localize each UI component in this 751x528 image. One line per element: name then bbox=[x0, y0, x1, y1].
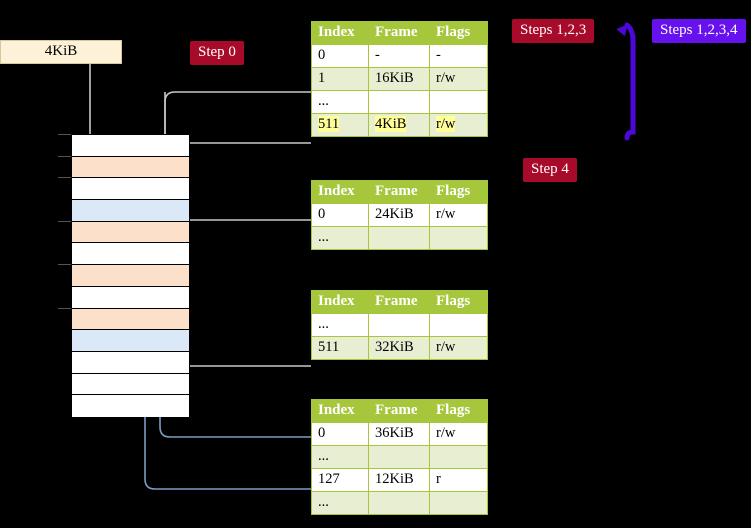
physical-memory-column bbox=[71, 134, 190, 417]
cell-frame: 24KiB bbox=[368, 203, 430, 227]
connector-pd-to-frame bbox=[173, 314, 311, 367]
column-header-frame: Frame bbox=[368, 399, 430, 423]
badge-steps-123: Steps 1,2,3 bbox=[512, 19, 595, 43]
cell-flags bbox=[429, 491, 488, 515]
cell-flags bbox=[429, 445, 488, 469]
cell-index: ... bbox=[311, 90, 369, 114]
memory-tick bbox=[58, 177, 71, 179]
cell-flags: - bbox=[429, 44, 488, 68]
memory-frame-row bbox=[72, 395, 189, 417]
table-row[interactable]: ... bbox=[311, 226, 488, 250]
memory-frame-row bbox=[72, 221, 189, 244]
cell-flags bbox=[429, 90, 488, 114]
cell-flags: r/w bbox=[429, 336, 488, 360]
cell-frame: 36KiB bbox=[368, 422, 430, 446]
cell-frame: - bbox=[368, 44, 430, 68]
column-header-flags: Flags bbox=[429, 21, 488, 45]
badge-steps-123-label: Steps 1,2,3 bbox=[520, 22, 587, 38]
connector-pdpt-to-frame bbox=[180, 219, 311, 259]
memory-frame-row bbox=[72, 373, 189, 396]
memory-tick bbox=[58, 155, 71, 157]
column-header-index: Index bbox=[311, 399, 369, 423]
cell-frame bbox=[368, 313, 430, 337]
memory-size-label: 4KiB bbox=[0, 40, 122, 64]
cell-index: 511 bbox=[311, 336, 369, 360]
memory-size-text: 4KiB bbox=[44, 43, 78, 59]
memory-frame-row bbox=[72, 351, 189, 374]
cell-index: ... bbox=[311, 313, 369, 337]
cell-index: ... bbox=[311, 445, 369, 469]
cell-frame: 32KiB bbox=[368, 336, 430, 360]
cell-frame bbox=[368, 226, 430, 250]
column-header-index: Index bbox=[311, 290, 369, 314]
memory-tick bbox=[58, 134, 71, 135]
column-header-flags: Flags bbox=[429, 399, 488, 423]
memory-frame-row bbox=[72, 265, 189, 287]
table-row[interactable]: ... bbox=[311, 491, 488, 515]
cell-index: 511 bbox=[311, 113, 369, 137]
memory-frame-row bbox=[72, 308, 189, 331]
cell-frame: 4KiB bbox=[368, 113, 430, 137]
cell-flags: r bbox=[429, 468, 488, 492]
cell-index: 0 bbox=[311, 203, 369, 227]
badge-step-4-label: Step 4 bbox=[531, 161, 569, 177]
cell-frame bbox=[368, 491, 430, 515]
memory-frame-row bbox=[72, 330, 189, 352]
memory-frame-row bbox=[72, 178, 189, 201]
badge-step-4: Step 4 bbox=[523, 158, 577, 182]
column-header-frame: Frame bbox=[368, 180, 430, 204]
cell-index: 1 bbox=[311, 67, 369, 91]
table-row[interactable]: ... bbox=[311, 445, 488, 469]
cell-frame: 16KiB bbox=[368, 67, 430, 91]
badge-step-0: Step 0 bbox=[190, 41, 244, 65]
memory-tick bbox=[58, 264, 71, 266]
column-header-flags: Flags bbox=[429, 180, 488, 204]
column-header-index: Index bbox=[311, 21, 369, 45]
cell-index: 0 bbox=[311, 422, 369, 446]
badge-step-0-label: Step 0 bbox=[198, 44, 236, 60]
steps-bracket-arrow bbox=[616, 22, 636, 141]
memory-frame-row bbox=[72, 200, 189, 222]
cell-flags bbox=[429, 313, 488, 337]
cell-index: 0 bbox=[311, 44, 369, 68]
column-header-frame: Frame bbox=[368, 21, 430, 45]
badge-steps-1234: Steps 1,2,3,4 bbox=[652, 19, 746, 43]
column-header-flags: Flags bbox=[429, 290, 488, 314]
memory-tick bbox=[58, 220, 71, 222]
memory-frame-row bbox=[72, 286, 189, 309]
memory-frame-row bbox=[72, 243, 189, 266]
table-row[interactable]: 0-- bbox=[311, 44, 488, 68]
cell-index: ... bbox=[311, 226, 369, 250]
cell-flags: r/w bbox=[429, 203, 488, 227]
cell-index: ... bbox=[311, 491, 369, 515]
memory-tick bbox=[58, 307, 71, 309]
memory-frame-row bbox=[72, 135, 189, 157]
cell-flags bbox=[429, 226, 488, 250]
memory-frame-row bbox=[72, 156, 189, 179]
cell-flags: r/w bbox=[429, 67, 488, 91]
cell-flags: r/w bbox=[429, 422, 488, 446]
table-row[interactable]: ... bbox=[311, 90, 488, 114]
badge-steps-1234-label: Steps 1,2,3,4 bbox=[660, 22, 738, 38]
cell-frame bbox=[368, 90, 430, 114]
column-header-frame: Frame bbox=[368, 290, 430, 314]
column-header-index: Index bbox=[311, 180, 369, 204]
cell-flags: r/w bbox=[429, 113, 488, 137]
cell-frame bbox=[368, 445, 430, 469]
cell-frame: 12KiB bbox=[368, 468, 430, 492]
cell-index: 127 bbox=[311, 468, 369, 492]
table-row[interactable]: ... bbox=[311, 313, 488, 337]
